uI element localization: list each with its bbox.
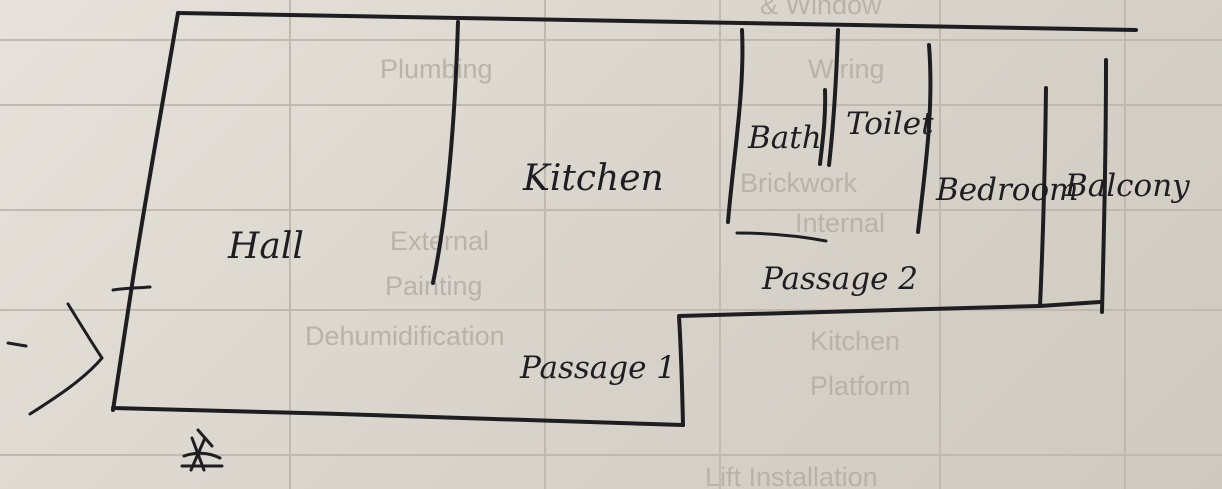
- room-labels: Hall Kitchen Bath Toilet Bedroom Balcony…: [227, 106, 1190, 386]
- bath-toilet-wall-a: [818, 88, 828, 166]
- top-wall: [176, 11, 1138, 32]
- ghost-text-kitchen: Kitchen: [810, 326, 900, 356]
- ghost-text-plumbing: Plumbing: [380, 54, 493, 84]
- room-label-bedroom: Bedroom: [935, 172, 1079, 208]
- ghost-text-internal: Internal: [795, 208, 885, 238]
- room-label-bath: Bath: [747, 120, 822, 156]
- hall-kitchen-wall: [431, 20, 460, 285]
- room-label-kitchen: Kitchen: [522, 158, 664, 199]
- ghost-text-brickwork: Brickwork: [740, 168, 858, 198]
- bath-toilet-wall-b: [827, 28, 840, 167]
- ghost-text-wiring: Wiring: [808, 54, 885, 84]
- room-label-passage-1: Passage 1: [519, 350, 676, 386]
- kitchen-bath-wall: [726, 28, 745, 224]
- ghost-text-window: & Window: [760, 0, 882, 20]
- entry-dash: [6, 341, 28, 348]
- step-wall: [677, 304, 1042, 427]
- bedroom-balcony-wall: [1038, 86, 1048, 308]
- balcony-right-wall: [1100, 58, 1108, 314]
- entry-arrow: [28, 302, 104, 416]
- ghost-text-dehumidification: Dehumidification: [305, 321, 505, 351]
- left-wall: [111, 11, 180, 412]
- compass-icon: [180, 428, 224, 472]
- room-label-passage-2: Passage 2: [761, 261, 918, 297]
- bath-lower-line: [735, 231, 828, 243]
- bleed-through-text: & Window Wiring Plumbing Internal Brickw…: [305, 0, 911, 489]
- room-label-toilet: Toilet: [846, 106, 934, 142]
- ghost-text-lift-installation: Lift Installation: [705, 462, 878, 489]
- entrance-tick: [111, 285, 152, 292]
- bottom-wall: [111, 406, 685, 427]
- plan-outline: [6, 11, 1138, 427]
- toilet-bedroom-wall: [916, 43, 933, 234]
- balcony-bottom-wall: [1038, 300, 1102, 308]
- room-label-hall: Hall: [227, 226, 304, 267]
- room-label-balcony: Balcony: [1064, 168, 1190, 204]
- ghost-text-platform: Platform: [810, 371, 911, 401]
